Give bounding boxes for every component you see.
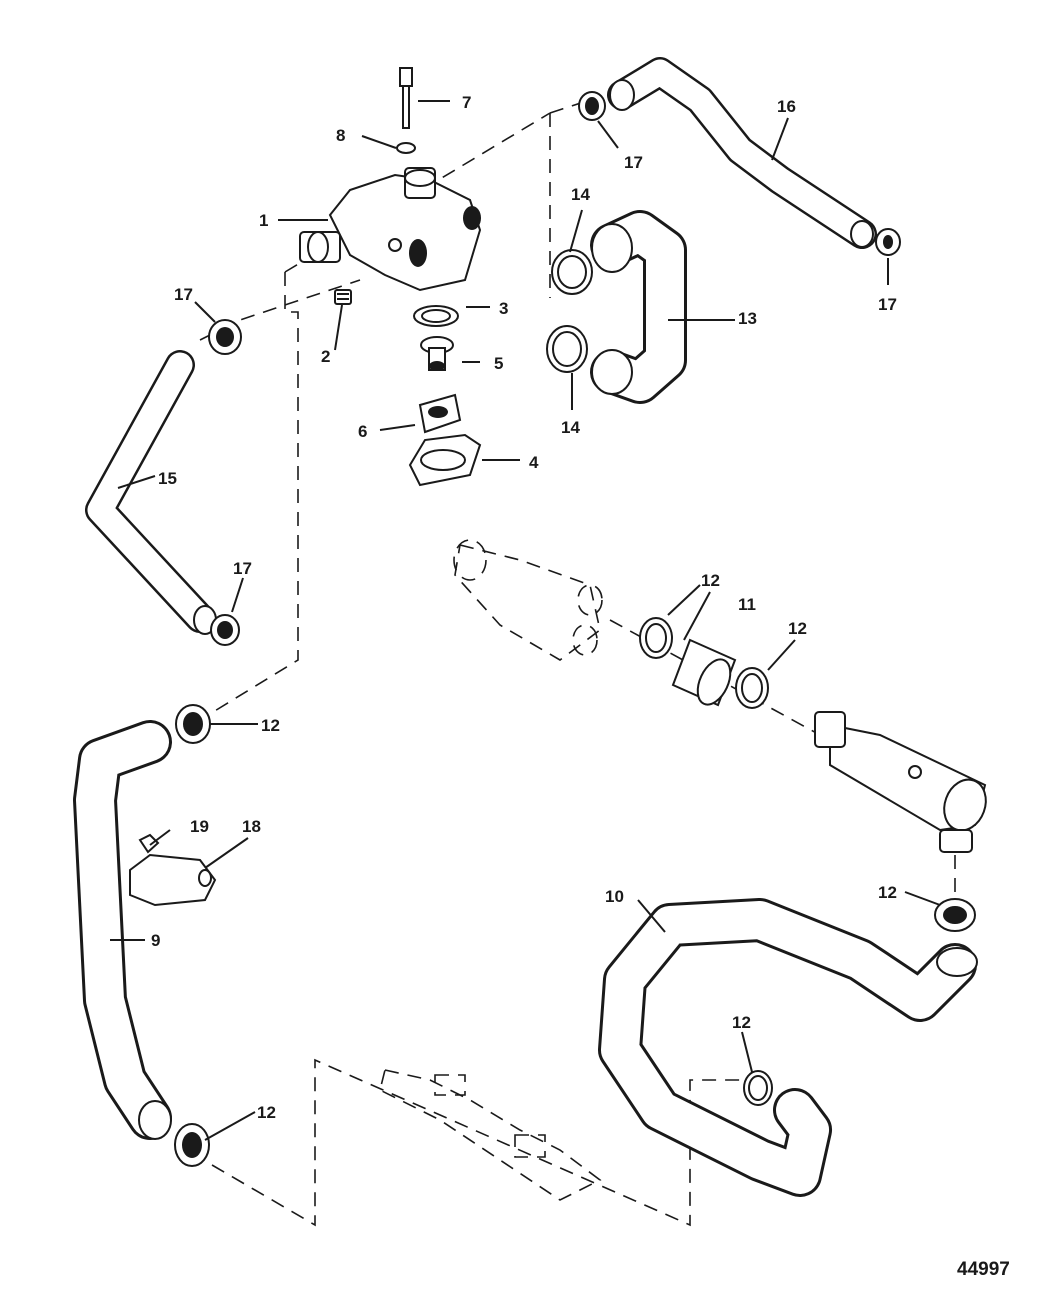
nut-19 [138, 833, 160, 854]
callout-5: 5 [494, 354, 503, 373]
washer-8 [396, 142, 416, 154]
callout-12d: 12 [788, 619, 807, 638]
callout-11: 11 [738, 595, 756, 614]
callout-7: 7 [462, 93, 471, 112]
callout-8: 8 [336, 126, 345, 145]
sleeve-6 [418, 393, 462, 434]
callout-4: 4 [529, 453, 539, 472]
callout-9: 9 [151, 931, 160, 950]
coupler-11 [671, 638, 737, 707]
hose-13 [590, 210, 687, 404]
callout-3: 3 [499, 299, 508, 318]
hose-10 [598, 898, 978, 1197]
engine-mount-ghost [379, 1069, 602, 1201]
water-pump [453, 539, 603, 661]
figure-id: 44997 [957, 1259, 1010, 1280]
callout-13: 13 [738, 309, 757, 328]
callout-14b: 14 [561, 418, 580, 437]
plug-2 [334, 289, 352, 305]
callout-16: 16 [777, 97, 796, 116]
gasket-4 [408, 433, 482, 487]
callout-12b: 12 [257, 1103, 276, 1122]
callout-17c: 17 [174, 285, 193, 304]
callout-17a: 17 [624, 153, 643, 172]
callout-6: 6 [358, 422, 367, 441]
callout-12c: 12 [701, 571, 720, 590]
callout-15: 15 [158, 469, 177, 488]
callout-1: 1 [259, 211, 268, 230]
callout-12e: 12 [878, 883, 897, 902]
leader-lines [110, 100, 941, 1141]
bolt-7 [399, 67, 413, 129]
gasket-3 [413, 305, 459, 327]
callout-17d: 17 [233, 559, 252, 578]
callout-14a: 14 [571, 185, 590, 204]
strap-18 [129, 853, 217, 907]
callout-12f: 12 [732, 1013, 751, 1032]
callout-12a: 12 [261, 716, 280, 735]
hose-16 [607, 57, 877, 249]
hose-15 [85, 350, 217, 635]
callout-18: 18 [242, 817, 261, 836]
thermostat-housing [299, 167, 482, 292]
callout-17b: 17 [878, 295, 897, 314]
hose-clamps [174, 91, 976, 1167]
callouts: 1 2 3 4 5 6 7 8 9 10 11 12 12 12 12 12 1… [151, 93, 1010, 1280]
callout-19: 19 [190, 817, 209, 836]
callout-10: 10 [605, 887, 624, 906]
thermostat-5 [420, 336, 454, 371]
heat-exchanger [814, 711, 987, 853]
hose-9 [73, 720, 172, 1140]
callout-2: 2 [321, 347, 330, 366]
